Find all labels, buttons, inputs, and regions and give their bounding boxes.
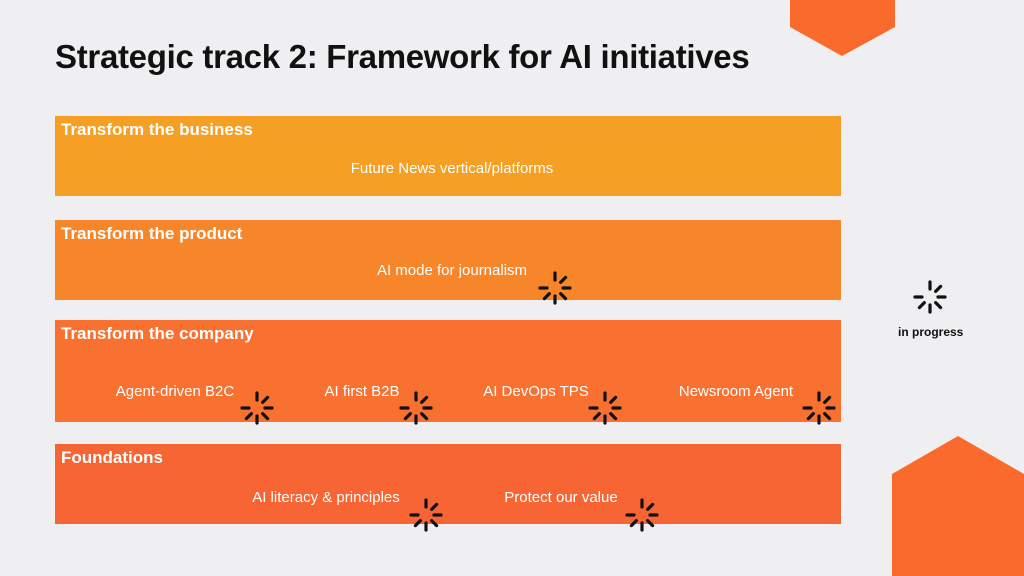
initiative: AI DevOps TPS: [483, 383, 589, 400]
initiative: Protect our value: [504, 489, 618, 506]
track-transform-company: Transform the company Agent-driven B2C A…: [55, 320, 841, 422]
spinner-icon: [237, 388, 277, 428]
initiative: AI first B2B: [324, 383, 400, 400]
legend-spinner-icon: [910, 277, 950, 317]
initiative: Future News vertical/platforms: [350, 160, 554, 177]
spinner-icon: [799, 388, 839, 428]
track-heading: Transform the company: [61, 324, 254, 343]
spinner-icon: [622, 495, 662, 535]
track-heading: Foundations: [61, 448, 163, 467]
track-transform-business: Transform the business Future News verti…: [55, 116, 841, 196]
spinner-icon: [396, 388, 436, 428]
page-title: Strategic track 2: Framework for AI init…: [55, 38, 750, 75]
initiative: AI literacy & principles: [252, 489, 400, 506]
track-heading: Transform the product: [61, 224, 243, 243]
decorative-hexagon-top: [790, 0, 895, 56]
initiative: Newsroom Agent: [678, 383, 794, 400]
decorative-hexagon-bottom: [892, 436, 1024, 576]
track-foundations: Foundations AI literacy & principles Pro…: [55, 444, 841, 524]
track-heading: Transform the business: [61, 120, 253, 139]
spinner-icon: [406, 495, 446, 535]
spinner-icon: [585, 388, 625, 428]
legend-label: in progress: [898, 325, 964, 339]
track-transform-product: Transform the product AI mode for journa…: [55, 220, 841, 300]
initiative: Agent-driven B2C: [115, 383, 235, 400]
initiative: AI mode for journalism: [376, 262, 528, 279]
spinner-icon: [535, 268, 575, 308]
